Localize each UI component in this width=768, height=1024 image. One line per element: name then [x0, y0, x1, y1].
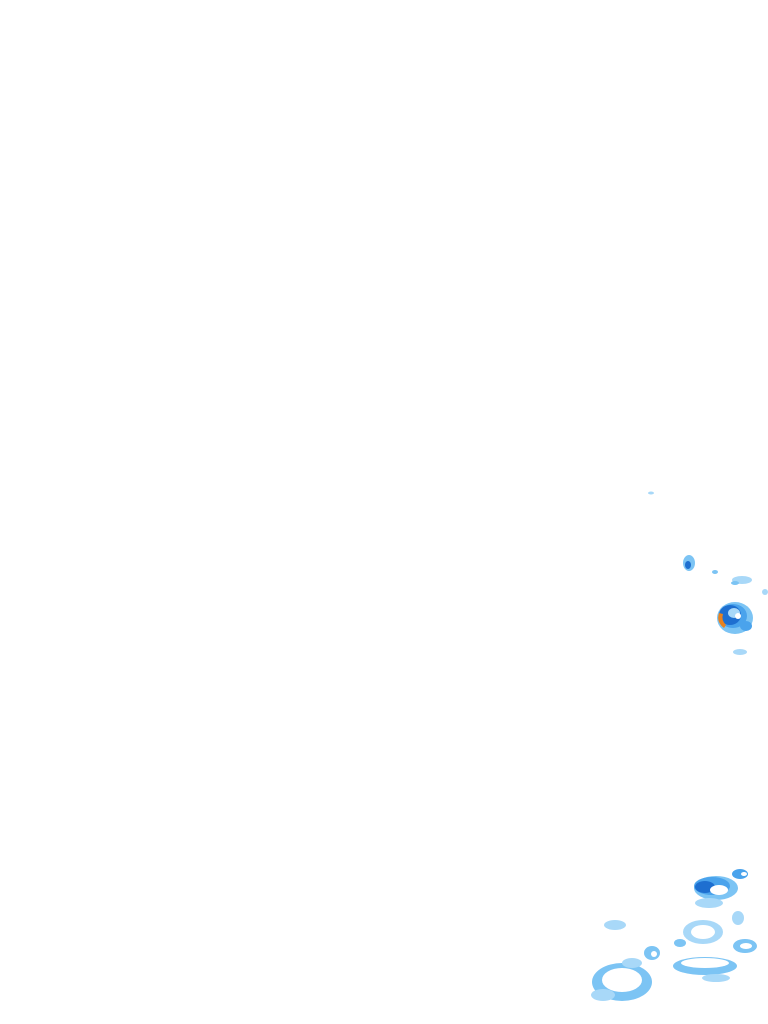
precip-cluster-southeast-middle [673, 911, 757, 982]
precip-cell-east-upper [683, 555, 768, 595]
precip-cell-east-core [717, 602, 753, 634]
precip-cell-speck-north [648, 491, 654, 495]
precip-cluster-south-left [604, 920, 660, 960]
precip-cluster-southeast-top [694, 869, 748, 908]
precip-cell-east-lower [733, 649, 747, 655]
precip-cluster-south-bottom [591, 958, 652, 1001]
